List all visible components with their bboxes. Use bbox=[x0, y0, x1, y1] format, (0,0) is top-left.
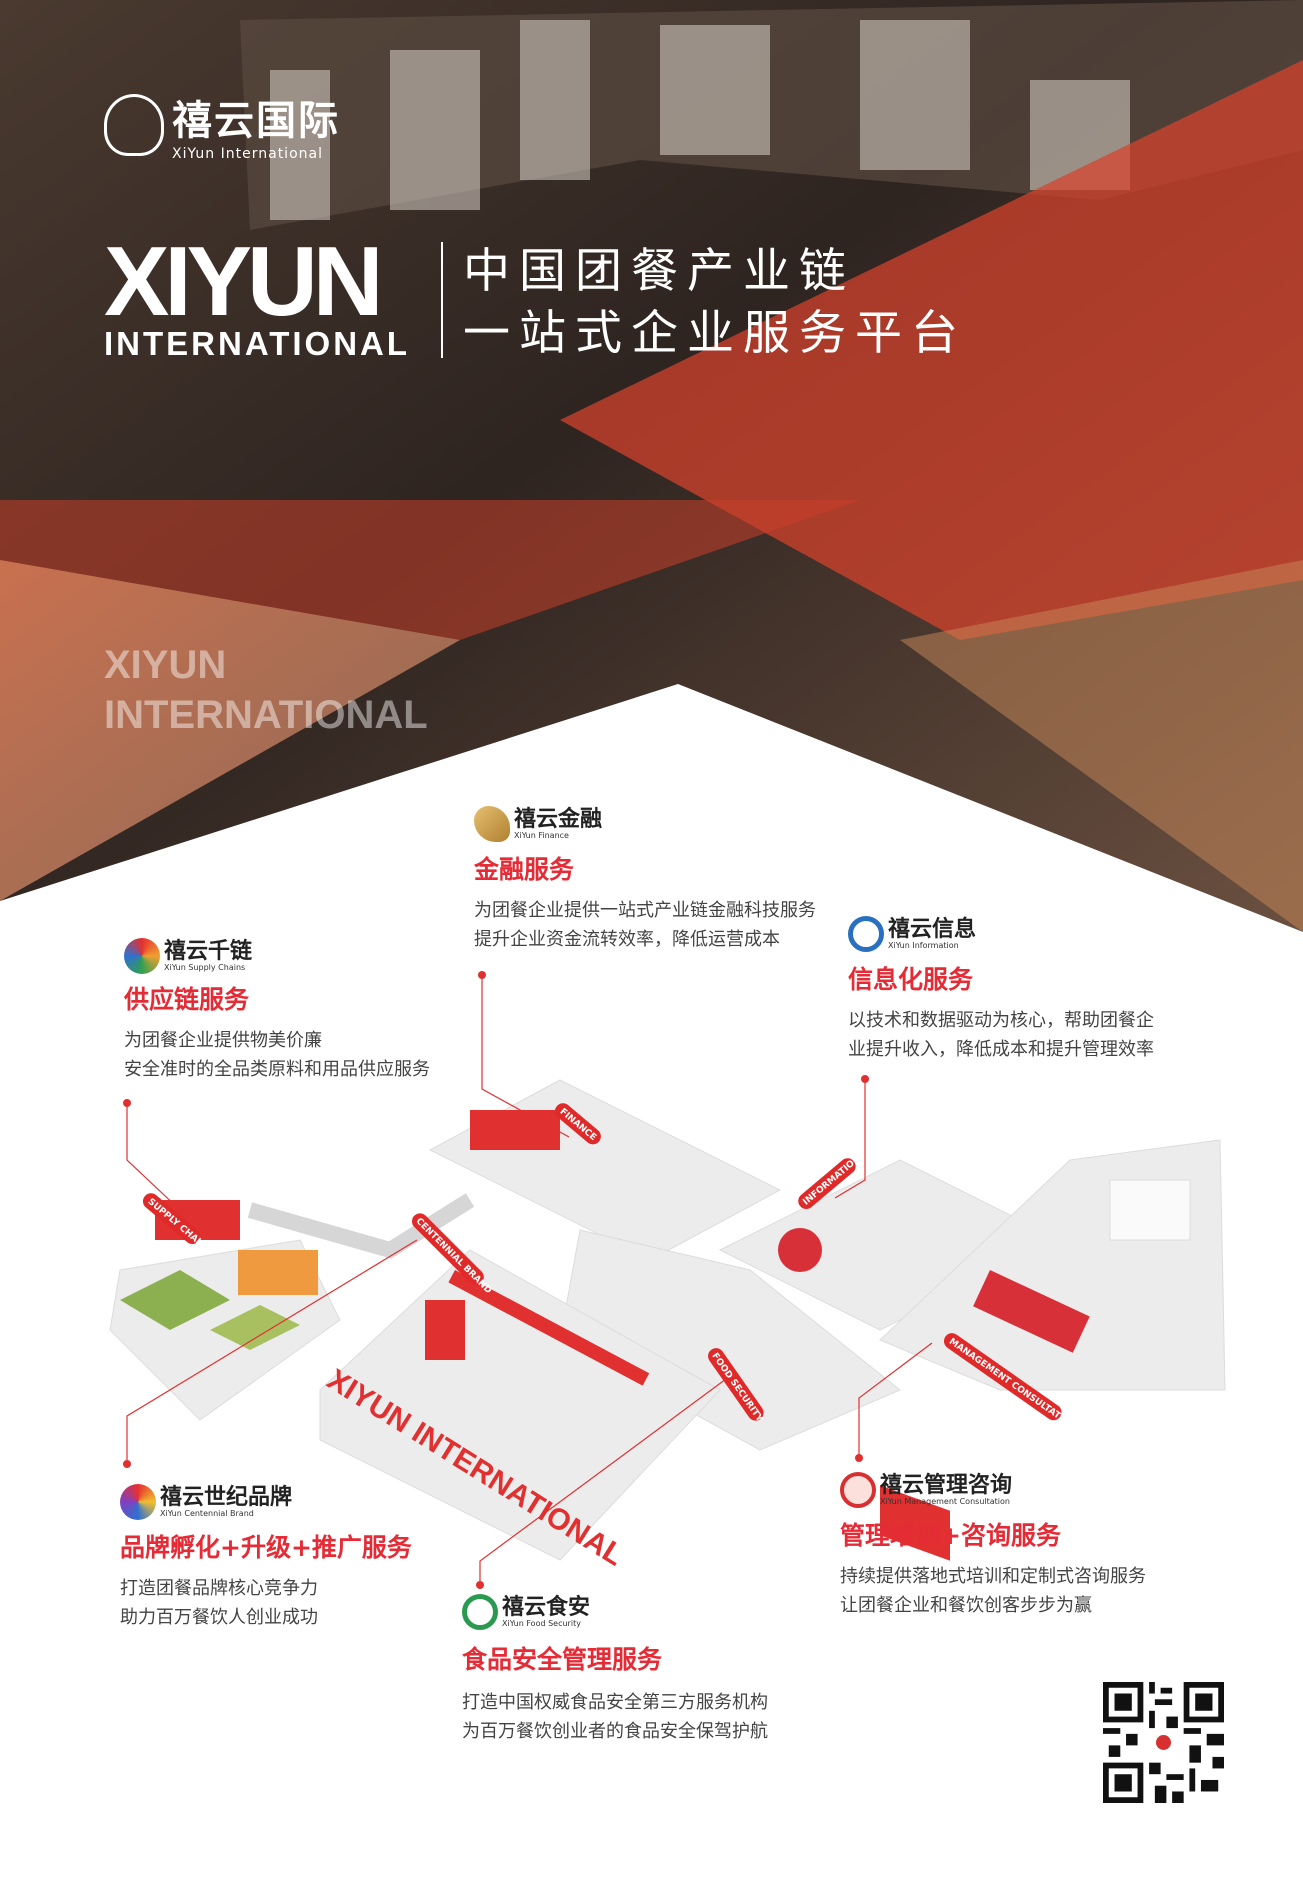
company-emblem-icon bbox=[104, 94, 164, 156]
service-desc-line: 让团餐企业和餐饮创客步步为赢 bbox=[840, 1595, 1092, 1616]
qr-code-icon bbox=[1103, 1682, 1224, 1803]
pie-chart bbox=[778, 1228, 822, 1272]
logo-name-en: XiYun Supply Chains bbox=[164, 963, 246, 973]
logo-name-cn: 禧云世纪品牌 bbox=[160, 1484, 293, 1510]
logo-name-en: XiYun Information bbox=[888, 941, 959, 951]
watermark-text: XIYUN INTERNATIONAL bbox=[104, 643, 428, 737]
slogan-line-2: 一站式企业服务平台 bbox=[463, 306, 967, 361]
info-emblem-icon bbox=[848, 916, 884, 952]
logo-name-cn: 禧云金融 bbox=[514, 806, 603, 832]
watermark-logo: XIYUN INTERNATIONAL bbox=[104, 640, 434, 740]
hero-title: XIYUN bbox=[104, 226, 384, 336]
connector-dots bbox=[123, 971, 869, 1589]
service-title: 品牌孵化+升级+推广服务 bbox=[120, 1533, 412, 1562]
service-desc-line: 为百万餐饮创业者的食品安全保驾护航 bbox=[462, 1721, 768, 1742]
service-desc-line: 安全准时的全品类原料和用品供应服务 bbox=[124, 1059, 430, 1080]
slogan-line-1: 中国团餐产业链 bbox=[463, 244, 855, 299]
logo-name-en: XiYun Food Security bbox=[502, 1619, 581, 1629]
food-emblem-icon bbox=[462, 1594, 498, 1630]
connector-lines bbox=[126, 975, 933, 1585]
booth-blocks bbox=[155, 1110, 950, 1561]
service-desc-line: 提升企业资金流转效率，降低运营成本 bbox=[474, 929, 780, 950]
mgmt-emblem-icon bbox=[840, 1472, 876, 1508]
service-desc-line: 业提升收入，降低成本和提升管理效率 bbox=[848, 1039, 1154, 1060]
road bbox=[247, 1193, 475, 1259]
hero-subtitle: INTERNATIONAL bbox=[104, 325, 411, 362]
logo-name-en: XiYun Centennial Brand bbox=[160, 1509, 254, 1519]
service-desc-line: 为团餐企业提供一站式产业链金融科技服务 bbox=[474, 900, 816, 921]
logo-name-cn: 禧云千链 bbox=[164, 938, 253, 964]
logo-name-cn: 禧云管理咨询 bbox=[880, 1472, 1013, 1498]
service-desc-line: 打造团餐品牌核心竞争力 bbox=[120, 1578, 318, 1599]
service-desc-line: 持续提供落地式培训和定制式咨询服务 bbox=[840, 1566, 1146, 1587]
finance-emblem-icon bbox=[474, 806, 510, 842]
service-title: 信息化服务 bbox=[848, 965, 974, 994]
qr-code[interactable] bbox=[1103, 1682, 1224, 1803]
audience-seats bbox=[973, 1270, 1090, 1353]
service-desc-line: 助力百万餐饮人创业成功 bbox=[120, 1607, 318, 1628]
supply-emblem-icon bbox=[124, 938, 160, 974]
service-title: 金融服务 bbox=[474, 855, 575, 884]
service-title: 供应链服务 bbox=[124, 985, 250, 1014]
delivery-truck bbox=[238, 1250, 318, 1295]
company-logo: 禧云国际 XiYun International bbox=[104, 88, 340, 162]
farm-field bbox=[210, 1305, 300, 1350]
brand-emblem-icon bbox=[120, 1484, 156, 1520]
service-desc-line: 为团餐企业提供物美价廉 bbox=[124, 1030, 322, 1051]
service-desc-line: 以技术和数据驱动为核心，帮助团餐企 bbox=[848, 1010, 1154, 1031]
service-title: 管理培训+咨询服务 bbox=[840, 1521, 1061, 1550]
logo-name-en: XiYun Finance bbox=[514, 831, 569, 841]
logo-name-cn: 禧云信息 bbox=[888, 916, 977, 942]
company-name-cn: 禧云国际 bbox=[172, 98, 340, 144]
logo-name-cn: 禧云食安 bbox=[502, 1594, 591, 1620]
company-name-en: XiYun International bbox=[172, 146, 323, 162]
presentation-screen bbox=[1109, 1179, 1191, 1241]
hero-divider bbox=[441, 242, 443, 358]
logo-name-en: XiYun Management Consultation bbox=[880, 1497, 1010, 1507]
service-desc-line: 打造中国权威食品安全第三方服务机构 bbox=[462, 1692, 768, 1713]
farm-field bbox=[120, 1270, 230, 1330]
service-title: 食品安全管理服务 bbox=[462, 1645, 663, 1674]
